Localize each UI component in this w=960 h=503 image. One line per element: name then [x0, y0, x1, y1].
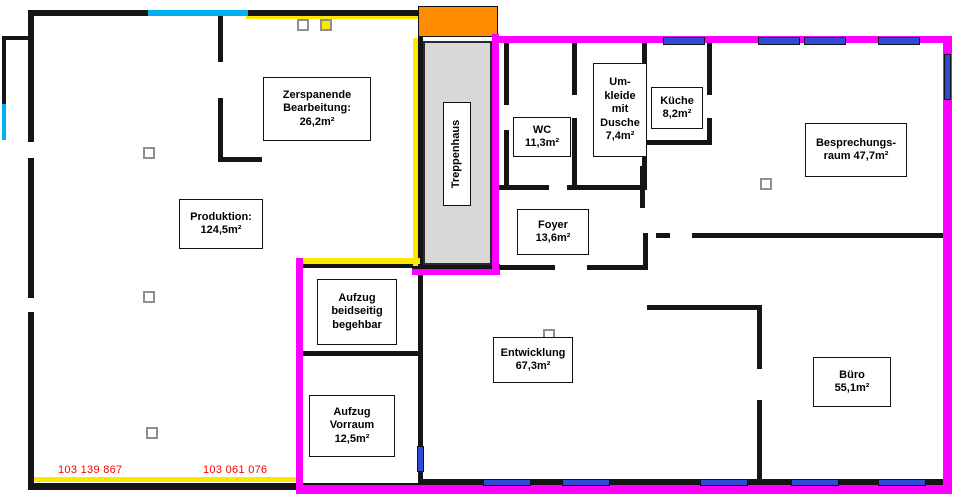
room-label-kueche: Küche 8,2m²: [651, 87, 703, 129]
room-label-aufzug-vorraum: Aufzug Vorraum 12,5m²: [309, 395, 395, 457]
wall-segment: [567, 185, 645, 190]
room-label-besprechungsraum: Besprechungs- raum 47,7m²: [805, 123, 907, 177]
wall-segment: [418, 269, 423, 447]
wall-segment: [412, 264, 500, 269]
orange-wall-block: [418, 6, 498, 37]
window-marker: [944, 54, 951, 100]
room-label-produktion: Produktion: 124,5m²: [179, 199, 263, 249]
yellow-wall-accent: [34, 477, 298, 482]
column-marker: [760, 178, 772, 190]
yellow-wall-accent: [246, 16, 418, 19]
wall-segment: [28, 158, 34, 298]
wall-segment: [218, 16, 223, 62]
wall-segment: [643, 233, 648, 270]
wall-segment: [28, 10, 34, 142]
reference-number: 103 139 867: [58, 464, 123, 476]
magenta-wall: [412, 269, 500, 275]
wall-segment: [218, 157, 262, 162]
column-marker: [146, 427, 158, 439]
wall-segment: [757, 305, 762, 369]
window-marker: [878, 479, 926, 486]
window-marker: [758, 37, 800, 45]
wall-segment: [6, 36, 30, 40]
wall-segment: [647, 305, 759, 310]
magenta-wall: [296, 258, 303, 488]
room-label-zerspanende-bearbeitung: Zerspanende Bearbeitung: 26,2m²: [263, 77, 371, 141]
wall-segment: [640, 166, 645, 208]
room-label-wc: WC 11,3m²: [513, 117, 571, 157]
wall-segment: [497, 185, 549, 190]
wall-segment: [504, 130, 509, 190]
wall-segment: [497, 265, 555, 270]
wall-segment: [28, 312, 34, 490]
wall-segment: [504, 43, 509, 105]
wall-segment: [218, 98, 223, 162]
wall-segment: [757, 400, 762, 480]
wall-segment: [2, 36, 6, 104]
room-label-umkleide: Um- kleide mit Dusche 7,4m²: [593, 63, 647, 157]
reference-number: 103 061 076: [203, 464, 268, 476]
wall-segment: [418, 471, 423, 483]
column-marker: [143, 147, 155, 159]
wall-segment: [707, 43, 712, 95]
wall-segment: [572, 118, 577, 190]
magenta-wall: [492, 34, 499, 273]
wall-segment: [645, 140, 712, 145]
wall-segment: [572, 43, 577, 95]
room-label-aufzug-beidseitig: Aufzug beidseitig begehbar: [317, 279, 397, 345]
room-label-buero: Büro 55,1m²: [813, 357, 891, 407]
magenta-wall: [296, 485, 952, 494]
window-marker: [791, 479, 839, 486]
window-marker: [663, 37, 705, 45]
column-marker: [143, 291, 155, 303]
wall-segment: [303, 351, 420, 356]
window-marker: [878, 37, 920, 45]
cyan-wall-accent: [148, 10, 248, 16]
window-marker: [700, 479, 748, 486]
room-label-treppenhaus: Treppenhaus: [443, 102, 471, 206]
wall-segment: [420, 479, 944, 485]
wall-segment: [300, 264, 420, 268]
wall-segment: [28, 483, 422, 490]
wall-segment: [692, 233, 944, 238]
window-marker: [483, 479, 531, 486]
yellow-wall-accent: [300, 258, 420, 264]
room-label-entwicklung: Entwicklung 67,3m²: [493, 337, 573, 383]
window-marker: [417, 446, 424, 472]
column-marker-yellow: [320, 19, 332, 31]
window-marker: [562, 479, 610, 486]
yellow-wall-accent: [413, 38, 418, 266]
wall-segment: [707, 118, 712, 145]
wall-segment: [418, 36, 423, 269]
wall-segment: [587, 265, 645, 270]
window-marker: [804, 37, 846, 45]
magenta-wall: [943, 36, 952, 493]
column-marker: [297, 19, 309, 31]
cyan-wall-accent: [2, 104, 6, 140]
room-label-foyer: Foyer 13,6m²: [517, 209, 589, 255]
wall-segment: [656, 233, 670, 238]
magenta-wall: [499, 36, 945, 43]
